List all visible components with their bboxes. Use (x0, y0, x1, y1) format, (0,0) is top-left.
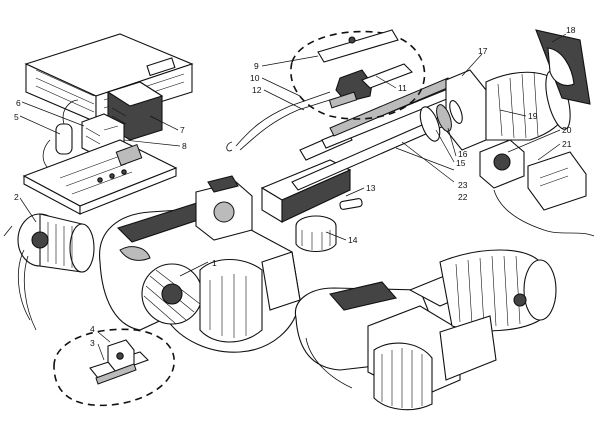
callout-4: 4 (90, 324, 95, 334)
callout-2: 2 (14, 192, 19, 202)
oil-pump (195, 175, 253, 241)
terminal-board (22, 139, 178, 215)
assembled-burner (294, 249, 557, 411)
callout-16: 16 (458, 149, 468, 159)
callout-1: 1 (212, 258, 217, 268)
callout-8: 8 (182, 141, 187, 151)
callout-18: 18 (566, 25, 576, 35)
callout-17: 17 (478, 46, 488, 56)
callout-6: 6 (16, 98, 21, 108)
fan-housing (99, 201, 301, 353)
callout-labels: 1 2 3 4 5 6 7 8 9 10 11 12 13 14 15 16 1… (14, 25, 576, 348)
callout-5: 5 (14, 112, 19, 122)
callout-20: 20 (562, 125, 572, 135)
callout-21: 21 (562, 139, 572, 149)
callout-23: 23 (458, 180, 468, 190)
flame-tube (445, 29, 591, 151)
nozzle-detail-inset (290, 29, 426, 120)
callout-11: 11 (398, 83, 407, 93)
callout-12: 12 (252, 85, 262, 95)
callout-15: 15 (456, 158, 466, 168)
photocell-bracket (479, 139, 595, 237)
ignition-electrodes (226, 91, 337, 152)
callout-9: 9 (254, 61, 259, 71)
callout-14: 14 (348, 235, 358, 245)
callout-13: 13 (366, 183, 376, 193)
callout-22: 22 (458, 192, 468, 202)
diffuser-discs (419, 100, 463, 142)
callout-10: 10 (250, 73, 260, 83)
leader-lines (19, 33, 567, 361)
valve-detail-inset (53, 328, 175, 407)
callout-3: 3 (90, 338, 95, 348)
motor (3, 213, 95, 331)
callout-19: 19 (528, 111, 538, 121)
callout-7: 7 (180, 125, 185, 135)
